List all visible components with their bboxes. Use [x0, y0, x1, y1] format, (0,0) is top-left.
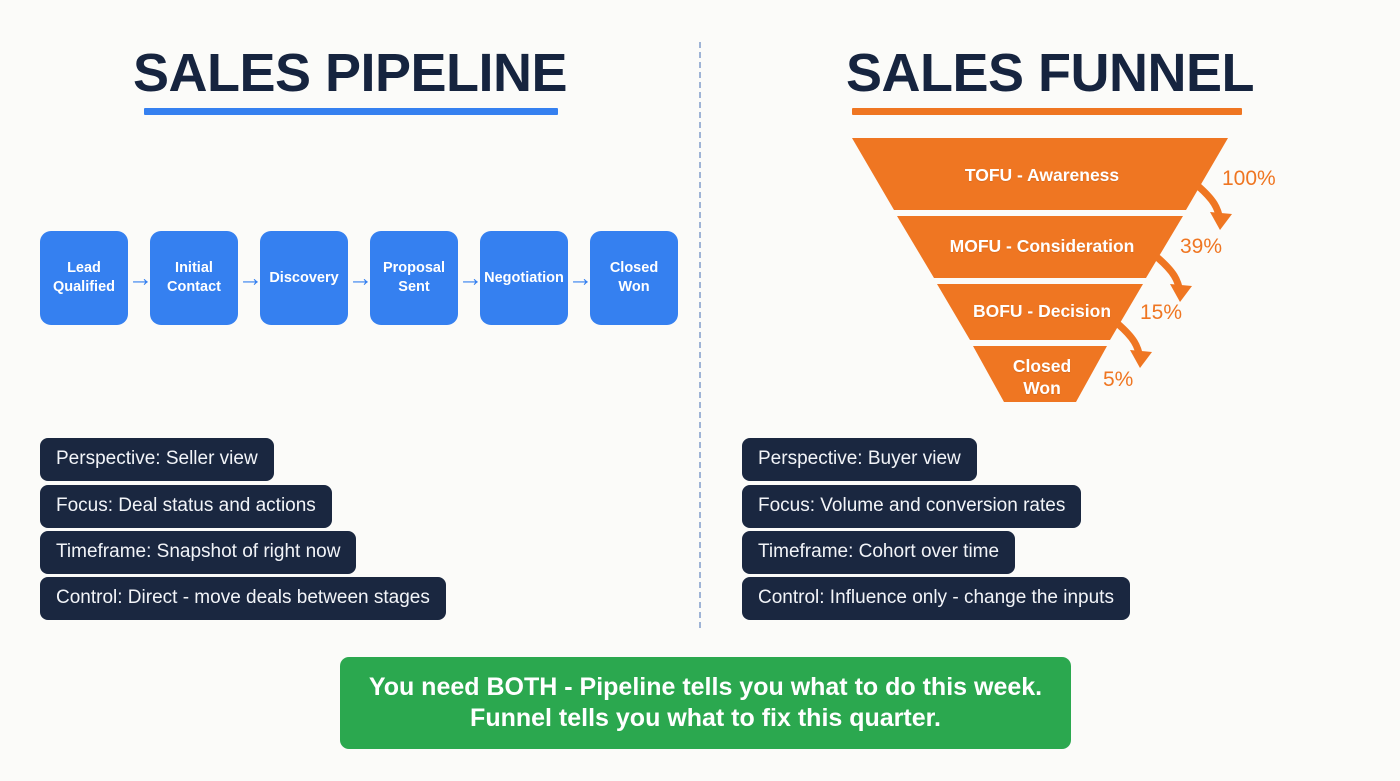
funnel-title-underline	[852, 108, 1242, 115]
funnel-band-4[interactable]	[973, 346, 1107, 402]
funnel-title: SALES FUNNEL	[845, 43, 1255, 103]
funnel-attribute-control: Control: Influence only - change the inp…	[742, 577, 1130, 620]
pipeline-arrow-icon-2: →	[238, 264, 263, 292]
funnel-arrowhead-3	[1130, 350, 1152, 368]
funnel-band-1[interactable]	[852, 138, 1228, 210]
pipeline-attribute-control: Control: Direct - move deals between sta…	[40, 577, 446, 620]
summary-banner: You need BOTH - Pipeline tells you what …	[340, 657, 1071, 749]
pipeline-stage-4[interactable]: Proposal Sent	[370, 231, 458, 325]
pipeline-stage-2[interactable]: Initial Contact	[150, 231, 238, 325]
pipeline-stage-1[interactable]: Lead Qualified	[40, 231, 128, 325]
funnel-percent-2: 39%	[1180, 235, 1223, 258]
funnel-stage-label-4: Closed Won	[1012, 356, 1072, 398]
funnel-percent-3: 15%	[1140, 301, 1183, 324]
pipeline-stage-3[interactable]: Discovery	[260, 231, 348, 325]
pipeline-arrow-icon-3: →	[348, 264, 373, 292]
funnel-attribute-timeframe: Timeframe: Cohort over time	[742, 531, 1016, 574]
summary-banner-line-2: Funnel tells you what to fix this quarte…	[470, 704, 941, 732]
funnel-band-2[interactable]	[897, 216, 1183, 278]
summary-banner-line-1: You need BOTH - Pipeline tells you what …	[368, 673, 1043, 701]
funnel-stage-label-3: BOFU - Decision	[972, 301, 1112, 321]
funnel-percent-4: 5%	[1103, 368, 1134, 391]
pipeline-arrow-icon-1: →	[128, 264, 153, 292]
funnel-arrowhead-2	[1170, 284, 1192, 302]
pipeline-arrow-icon-5: →	[568, 264, 593, 292]
pipeline-title-underline	[144, 108, 558, 115]
funnel-stage-label-1: TOFU - Awareness	[964, 165, 1120, 185]
pipeline-title: SALES PIPELINE	[132, 43, 568, 103]
funnel-arrowheads	[1130, 212, 1232, 368]
pipeline-attribute-focus: Focus: Deal status and actions	[40, 485, 332, 528]
pipeline-arrow-icon-4: →	[458, 264, 483, 292]
pipeline-stage-6[interactable]: Closed Won	[590, 231, 678, 325]
funnel-stage-label-2: MOFU - Consideration	[949, 236, 1135, 256]
funnel-shape	[852, 138, 1232, 402]
column-divider	[699, 42, 701, 628]
funnel-percent-1: 100%	[1222, 167, 1276, 190]
pipeline-attribute-timeframe: Timeframe: Snapshot of right now	[40, 531, 357, 574]
funnel-band-3[interactable]	[937, 284, 1143, 340]
sales-funnel-chart: TOFU - Awareness MOFU - Consideration BO…	[846, 138, 1238, 406]
pipeline-attribute-perspective: Perspective: Seller view	[40, 438, 274, 481]
pipeline-stage-5[interactable]: Negotiation	[480, 231, 568, 325]
funnel-attribute-perspective: Perspective: Buyer view	[742, 438, 977, 481]
funnel-attribute-focus: Focus: Volume and conversion rates	[742, 485, 1082, 528]
funnel-arrowhead-1	[1210, 212, 1232, 230]
